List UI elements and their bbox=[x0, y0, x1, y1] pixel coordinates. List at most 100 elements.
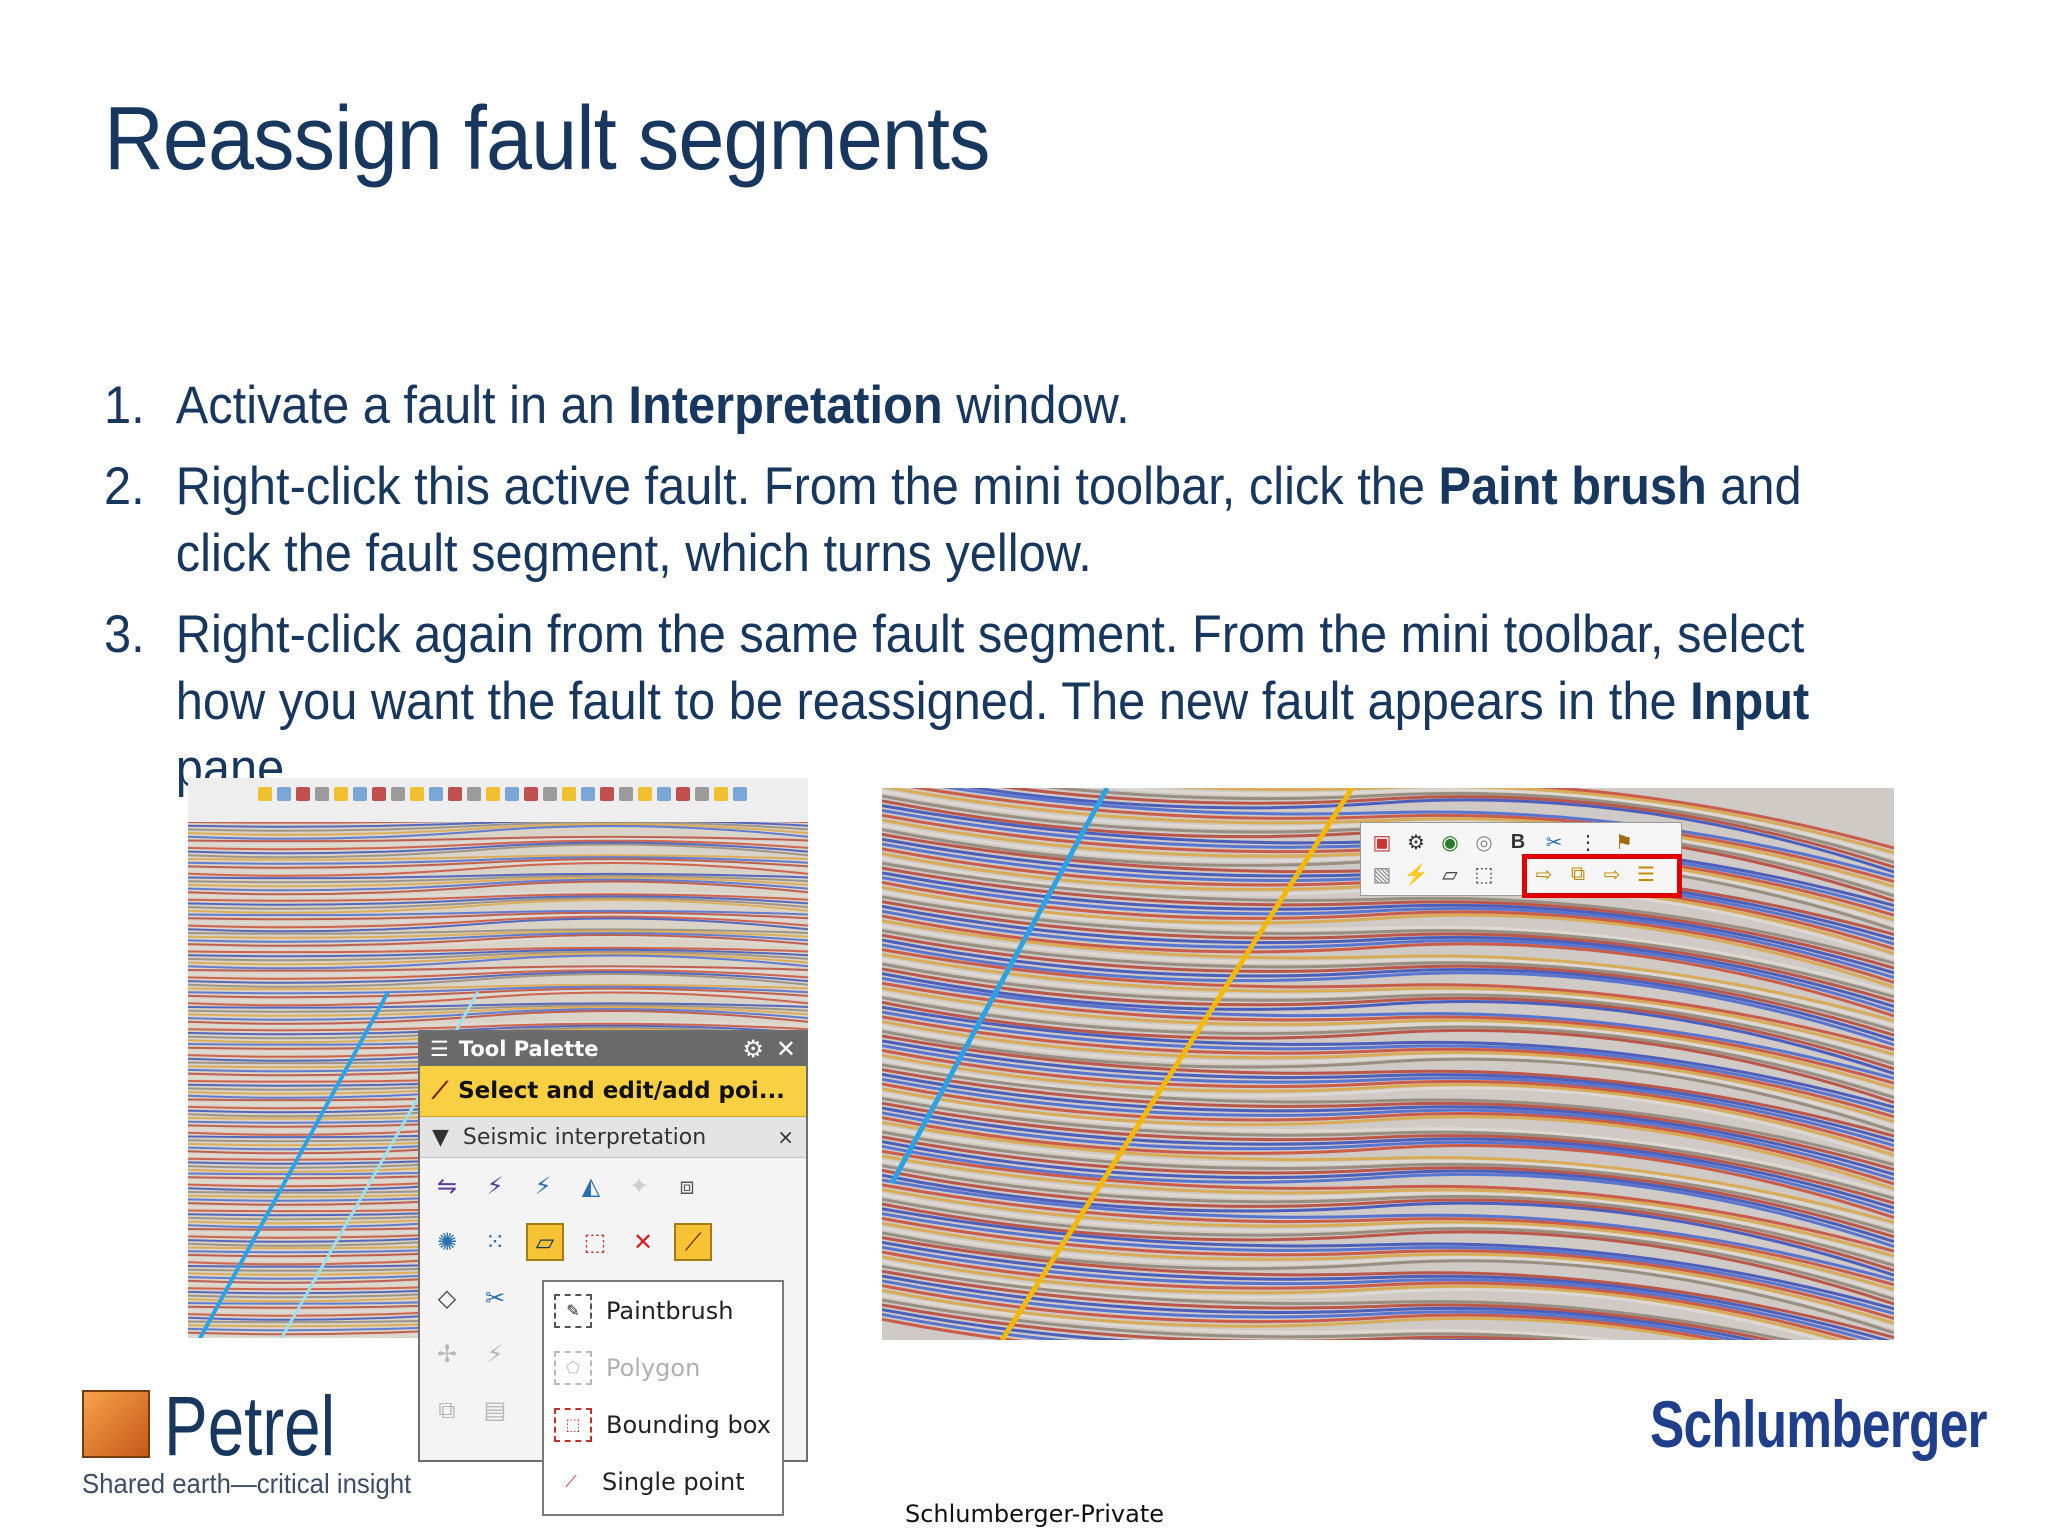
dropdown-item-polygon: ⬠ Polygon bbox=[544, 1339, 782, 1396]
toolbar-tool-icon[interactable] bbox=[657, 787, 671, 801]
dropdown-item-bounding-box[interactable]: ⬚ Bounding box bbox=[544, 1396, 782, 1453]
active-tool-bar[interactable]: ⟋ Select and edit/add poi... bbox=[420, 1066, 806, 1117]
toolbar-tool-icon[interactable] bbox=[296, 787, 310, 801]
toolbar-tool-icon[interactable] bbox=[676, 787, 690, 801]
assign-existing-icon[interactable]: ⇨ bbox=[1603, 863, 1621, 886]
seismic-reflector bbox=[188, 987, 808, 999]
disabled-tool-icon: ✢ bbox=[436, 1340, 458, 1368]
toolbar-tool-icon[interactable] bbox=[391, 787, 405, 801]
seismic-reflector bbox=[188, 967, 808, 976]
select-edit-tool-icon[interactable]: ⟋ bbox=[674, 1223, 712, 1261]
seismic-reflector bbox=[188, 911, 808, 921]
seismic-reflector bbox=[882, 928, 1894, 1032]
fault-framework-icon[interactable]: ⧈ bbox=[679, 1172, 695, 1200]
toolbar-tool-icon[interactable] bbox=[562, 787, 576, 801]
delete-icon[interactable]: ✕ bbox=[632, 1228, 654, 1256]
seismic-reflector bbox=[188, 954, 808, 970]
toolbar-tool-icon[interactable] bbox=[543, 787, 557, 801]
toolbar-tool-icon[interactable] bbox=[638, 787, 652, 801]
close-section-icon[interactable]: × bbox=[777, 1125, 794, 1149]
dropdown-label: Bounding box bbox=[606, 1410, 771, 1439]
assign-new-fault-icon[interactable]: ⇨ bbox=[1535, 863, 1553, 886]
section-header[interactable]: ▼ Seismic interpretation × bbox=[420, 1117, 806, 1158]
seismic-reflector bbox=[188, 860, 808, 873]
toolbar-tool-icon[interactable] bbox=[600, 787, 614, 801]
seismic-reflector bbox=[188, 971, 808, 984]
assign-copy-icon[interactable]: ⧉ bbox=[1570, 862, 1586, 885]
toolbar-tool-icon[interactable] bbox=[429, 787, 443, 801]
dropdown-item-paintbrush[interactable]: ✎ Paintbrush bbox=[544, 1282, 782, 1339]
select-delete-icon[interactable]: ⬚ bbox=[583, 1228, 607, 1256]
fault-icon[interactable]: ⚡ bbox=[486, 1172, 504, 1200]
toolbar-tool-icon[interactable] bbox=[619, 787, 633, 801]
toolbar-tool-icon[interactable] bbox=[448, 787, 462, 801]
gear-icon[interactable]: ⚙ bbox=[742, 1035, 764, 1063]
dropdown-label: Single point bbox=[602, 1467, 745, 1496]
seismic-reflector bbox=[882, 948, 1894, 1052]
toolbar-tool-icon[interactable] bbox=[524, 787, 538, 801]
dropdown-label: Paintbrush bbox=[606, 1296, 734, 1325]
seismic-reflector bbox=[882, 924, 1894, 1028]
toolbar-tool-icon[interactable] bbox=[714, 787, 728, 801]
toolbar-tool-icon[interactable] bbox=[467, 787, 481, 801]
eraser-icon[interactable]: ◇ bbox=[437, 1284, 457, 1312]
close-icon[interactable]: ✕ bbox=[775, 1035, 796, 1063]
settings-doc-icon[interactable]: ⚙ bbox=[1407, 831, 1425, 854]
seismic-reflector bbox=[188, 928, 808, 935]
toolbar-tool-icon[interactable] bbox=[581, 787, 595, 801]
toolbar-tool-icon[interactable] bbox=[277, 787, 291, 801]
seismic-reflector bbox=[882, 1212, 1894, 1316]
seismic-reflector bbox=[882, 1202, 1894, 1306]
seismic-reflector bbox=[882, 1029, 1894, 1133]
toolbar-tool-icon[interactable] bbox=[486, 787, 500, 801]
dropdown-item-single-point[interactable]: ⟋ Single point bbox=[544, 1453, 782, 1510]
seismic-reflector bbox=[188, 872, 808, 880]
toolbar-tool-icon[interactable] bbox=[505, 787, 519, 801]
cube-icon[interactable]: ▧ bbox=[1372, 863, 1392, 886]
step-text: Right-click again from the same fault se… bbox=[175, 605, 1810, 798]
menu-icon[interactable]: ☰ bbox=[430, 1037, 449, 1061]
seismic-reflector bbox=[882, 1188, 1894, 1292]
seismic-reflector bbox=[188, 822, 808, 828]
seismic-reflector bbox=[882, 1312, 1071, 1340]
points-icon[interactable]: ⁙ bbox=[484, 1228, 506, 1256]
seismic-reflector bbox=[188, 822, 808, 832]
disabled-tool-icon: ⧉ bbox=[438, 1396, 456, 1424]
eye-off-icon[interactable]: ◎ bbox=[1475, 831, 1493, 854]
seismic-reflector bbox=[188, 835, 808, 843]
toolbar-tool-icon[interactable] bbox=[733, 787, 747, 801]
surface-icon[interactable]: ◭ bbox=[581, 1172, 601, 1200]
collapse-triangle-icon[interactable]: ▼ bbox=[432, 1124, 449, 1150]
seismic-reflector bbox=[188, 880, 808, 896]
bold-icon[interactable]: B bbox=[1510, 830, 1526, 853]
toolbar-tool-icon[interactable] bbox=[258, 787, 272, 801]
seismic-reflector bbox=[882, 919, 1894, 1023]
seismic-reflector bbox=[882, 952, 1894, 1056]
seismic-reflector bbox=[188, 915, 808, 929]
fault-edit-icon[interactable]: ⚡ bbox=[1403, 863, 1429, 886]
lock-icon[interactable]: ▣ bbox=[1372, 831, 1392, 854]
toolbar-tool-icon[interactable] bbox=[315, 787, 329, 801]
seismic-reflector bbox=[882, 1063, 1894, 1167]
autotrack-icon[interactable]: ✺ bbox=[436, 1228, 458, 1256]
scissors-icon[interactable]: ✂ bbox=[484, 1284, 506, 1312]
select-icon[interactable]: ⬚ bbox=[1474, 863, 1494, 886]
toolbar-tool-icon[interactable] bbox=[334, 787, 348, 801]
seismic-reflector bbox=[910, 788, 1894, 884]
toolbar-tool-icon[interactable] bbox=[372, 787, 386, 801]
scissors-icon[interactable]: ✂ bbox=[1545, 831, 1563, 854]
fault-icon[interactable]: ⚑ bbox=[1615, 831, 1633, 854]
toolbar-tool-icon[interactable] bbox=[695, 787, 709, 801]
palette-row-3: ◇ ✂ bbox=[420, 1270, 806, 1326]
seismic-reflector bbox=[882, 962, 1894, 1066]
fault-guided-icon[interactable]: ⚡ bbox=[534, 1172, 552, 1200]
selection-tool-icon[interactable]: ▱ bbox=[526, 1223, 564, 1261]
paintbrush-icon[interactable]: ▱ bbox=[1442, 863, 1458, 886]
toolbar-tool-icon[interactable] bbox=[410, 787, 424, 801]
toolbar-tool-icon[interactable] bbox=[353, 787, 367, 801]
eye-icon[interactable]: ◉ bbox=[1441, 831, 1459, 854]
seismic-reflector bbox=[882, 904, 1894, 1008]
horizon-icon[interactable]: ⇋ bbox=[436, 1172, 458, 1200]
assign-list-icon[interactable]: ☰ bbox=[1637, 863, 1655, 886]
split-icon[interactable]: ⋮ bbox=[1578, 831, 1598, 854]
